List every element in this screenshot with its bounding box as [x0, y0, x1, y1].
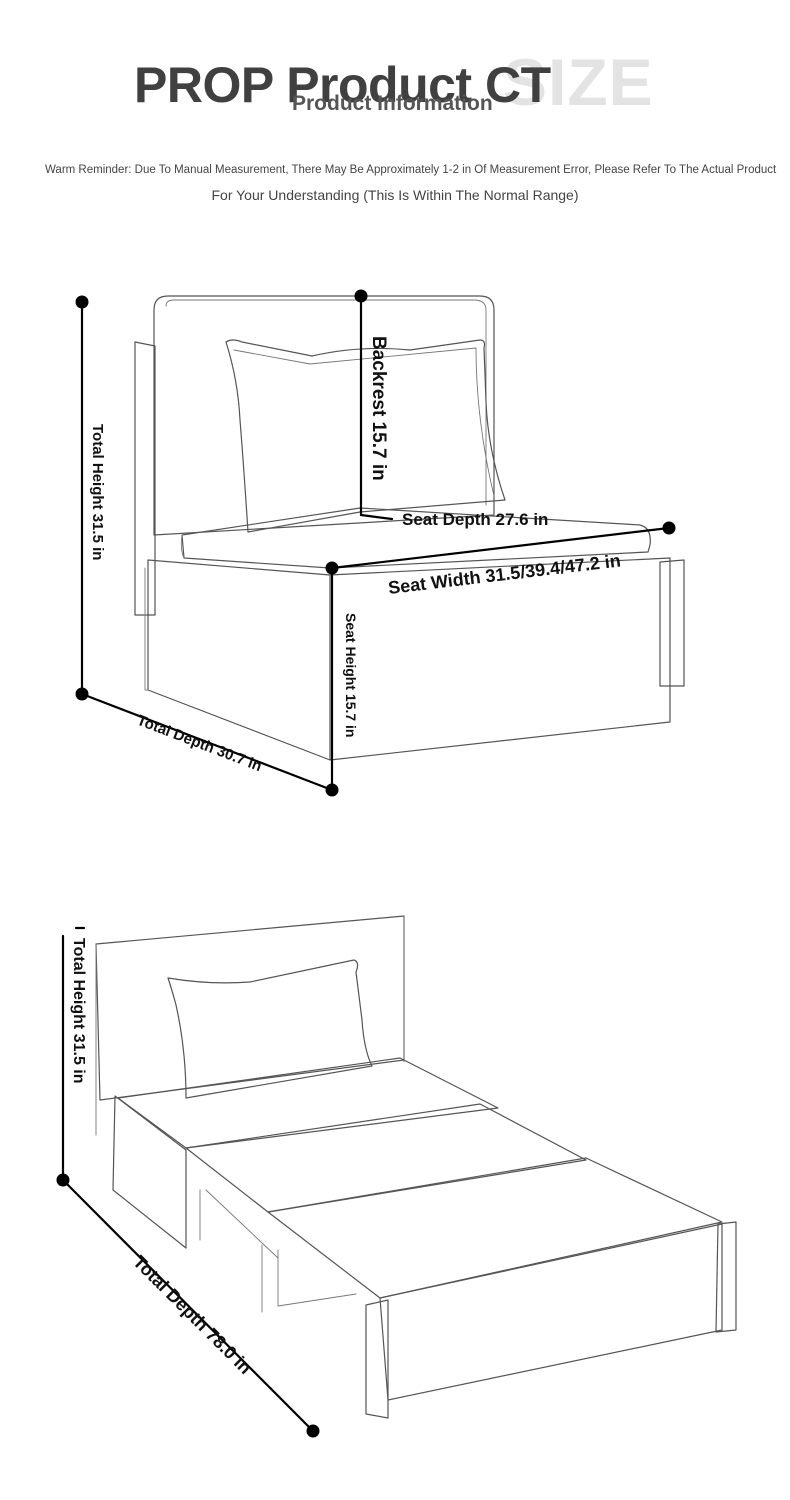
chair-base-edge: [144, 567, 149, 691]
bed-mattress-section-1: [117, 1057, 499, 1149]
bed-end-leg-left: [365, 1299, 389, 1419]
bed-pillow: [167, 959, 373, 1099]
chair-seat-cushion: [181, 507, 651, 569]
bed-support-bar: [205, 1189, 279, 1259]
label-backrest: Backrest 15.7 in: [368, 336, 389, 481]
dim-point: [75, 295, 89, 309]
bed-mattress-section-3: [267, 1157, 723, 1299]
label-bed-total-height: Total Height 31.5 in: [70, 938, 87, 1084]
title-watermark: SIZE: [503, 45, 654, 119]
dim-point: [354, 289, 368, 303]
dim-seat-width-line: [330, 526, 671, 570]
bed-drawing: [95, 915, 737, 1419]
dim-total-depth-line: [80, 692, 334, 792]
bed-headboard-edges: [95, 915, 405, 1136]
bed-under-frame: [199, 1189, 357, 1313]
dim-seat-depth-pointer: [359, 513, 394, 521]
dim-point: [662, 521, 676, 535]
chair-backrest-inner: [165, 299, 487, 506]
bed-left-arm: [112, 1095, 187, 1249]
chair-backrest: [153, 295, 495, 536]
chair-pillow-seam: [233, 347, 495, 497]
page-title: PROP Product CT: [134, 57, 551, 113]
page-subtitle: Product Information: [292, 92, 493, 115]
label-seat-depth: Seat Depth 27.6 in: [402, 510, 548, 529]
bed-headboard: [95, 915, 405, 1101]
bed-end-frame: [379, 1223, 723, 1401]
chair-base-side: [329, 557, 671, 761]
label-bed-total-depth: Total Depth 78.0 in: [129, 1252, 255, 1378]
chair-seat-edge: [180, 534, 185, 559]
chair-drawing: [134, 295, 685, 761]
dim-point: [306, 1424, 320, 1438]
chair-side-panel: [134, 341, 156, 616]
label-seat-height: Seat Height 15.7 in: [343, 613, 359, 737]
chair-leg-right: [659, 559, 685, 687]
chair-pillow: [225, 339, 506, 533]
bed-mattress-section-2: [185, 1103, 587, 1213]
dim-bed-depth-line: [61, 1178, 315, 1433]
label-total-depth: Total Depth 30.7 in: [135, 712, 265, 775]
bed-end-leg-right: [715, 1221, 737, 1333]
reminder-line-2: For Your Understanding (This Is Within T…: [211, 187, 579, 203]
label-total-height: Total Height 31.5 in: [89, 424, 106, 560]
reminder-line-1: Warm Reminder: Due To Manual Measurement…: [45, 164, 777, 176]
chair-dimensions: Total Height 31.5 in Backrest 15.7 in Se…: [75, 289, 676, 797]
page-header: SIZE PROP Product CT Product Information…: [0, 0, 790, 220]
